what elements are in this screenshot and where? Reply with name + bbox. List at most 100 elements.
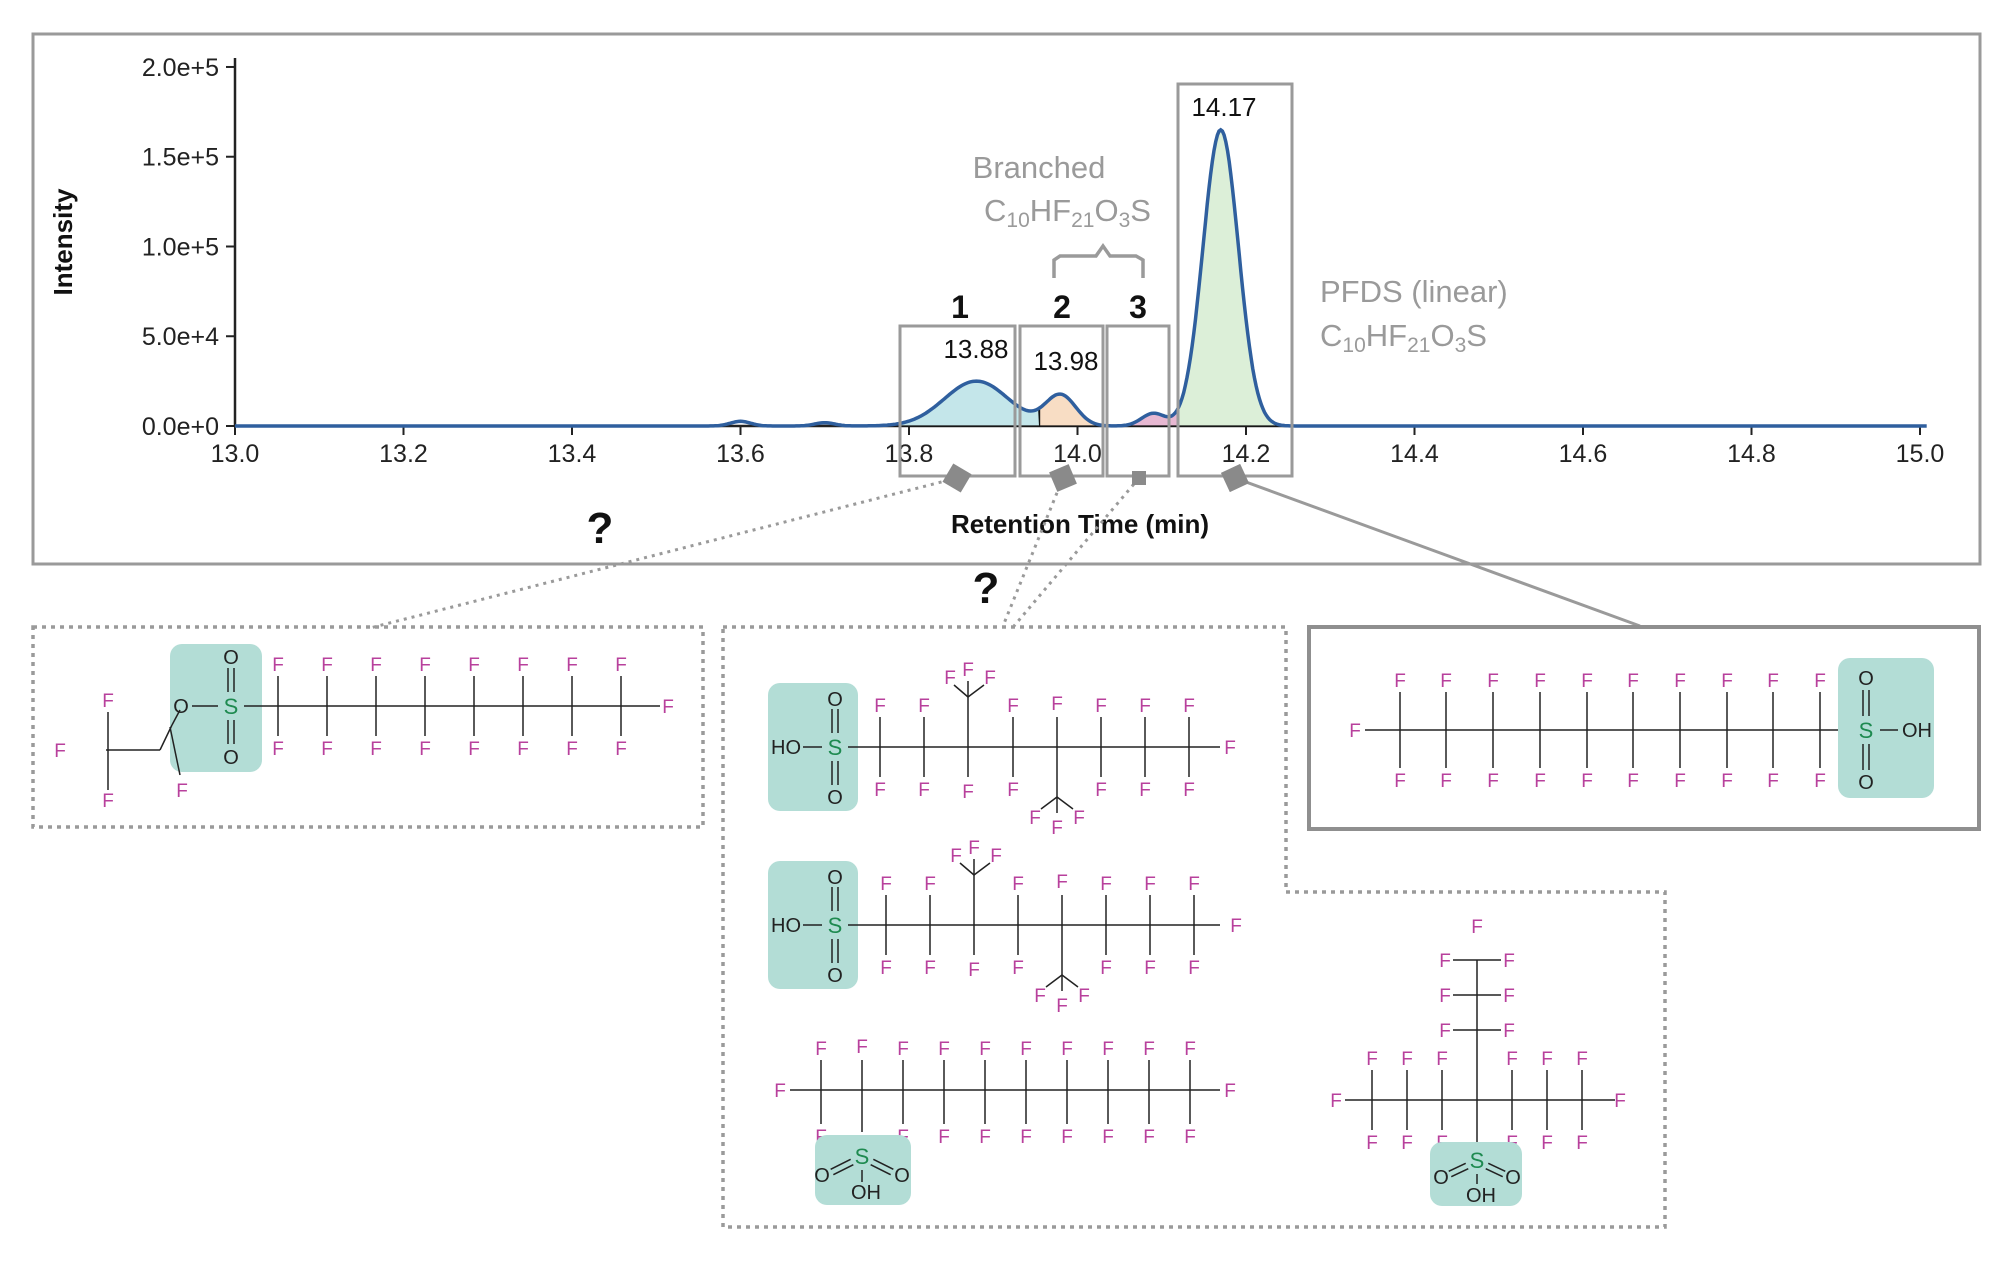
x-tick-label: 14.2	[1222, 440, 1271, 468]
sulfur-atom: S	[224, 694, 239, 719]
bond	[1485, 1168, 1504, 1178]
fluorine-atom: F	[321, 655, 333, 676]
formula-part: HF	[1030, 193, 1071, 228]
sulfur-atom: S	[1859, 718, 1874, 743]
fluorine-atom: F	[321, 739, 333, 760]
fluorine-atom: F	[1471, 917, 1483, 938]
fluorine-atom: F	[880, 958, 892, 979]
bond	[830, 1158, 851, 1170]
unknown-isomer-2-3-mark: ?	[973, 564, 1000, 613]
branched-label: Branched	[973, 150, 1106, 185]
fluorine-atom: F	[1007, 696, 1019, 717]
fluorine-atom: F	[615, 655, 627, 676]
fluorine-atom: F	[1100, 874, 1112, 895]
fluorine-atom: F	[1627, 771, 1639, 792]
bond	[169, 726, 181, 776]
fluorine-atom: F	[468, 739, 480, 760]
fluorine-atom: F	[1767, 771, 1779, 792]
x-tick-label: 14.4	[1390, 440, 1439, 468]
fluorine-atom: F	[1012, 874, 1024, 895]
fluorine-atom: F	[1143, 1039, 1155, 1060]
fluorine-atom: F	[1503, 986, 1515, 1007]
fluorine-atom: F	[1095, 780, 1107, 801]
fluorine-atom: F	[1534, 771, 1546, 792]
oxygen-atom: O	[223, 647, 239, 669]
fluorine-atom: F	[1183, 696, 1195, 717]
formula-part: O	[1430, 318, 1454, 353]
fluorine-atom: F	[938, 1039, 950, 1060]
fluorine-atom: F	[1073, 808, 1085, 829]
fluorine-atom: F	[1224, 1081, 1236, 1102]
fluorine-atom: F	[1576, 1133, 1588, 1154]
fluorine-atom: F	[1440, 771, 1452, 792]
fluorine-atom: F	[1330, 1091, 1342, 1112]
formula-part: 10	[1342, 334, 1365, 357]
fluorine-atom: F	[1029, 808, 1041, 829]
fluorine-atom: F	[990, 846, 1002, 867]
fluorine-atom: F	[1139, 696, 1151, 717]
fluorine-atom: F	[1061, 1039, 1073, 1060]
fluorine-atom: F	[615, 739, 627, 760]
sulfur-atom: S	[855, 1144, 870, 1169]
fluorine-atom: F	[968, 838, 980, 859]
bond	[1045, 974, 1063, 988]
fluorine-atom: F	[774, 1081, 786, 1102]
fluorine-atom: F	[1541, 1049, 1553, 1070]
isomer-3-box	[1105, 324, 1171, 478]
peak-rt-label: 13.88	[943, 334, 1008, 364]
formula-part: C	[984, 193, 1006, 228]
formula-part: 3	[1119, 209, 1131, 232]
y-axis-ticks: 0.0e+05.0e+41.0e+51.5e+52.0e+5	[142, 54, 235, 441]
bond	[973, 862, 991, 876]
x-tick-label: 13.2	[379, 440, 428, 468]
fluorine-atom: F	[1576, 1049, 1588, 1070]
fluorine-atom: F	[1188, 958, 1200, 979]
fluorine-atom: F	[1503, 951, 1515, 972]
fluorine-atom: F	[944, 668, 956, 689]
y-tick-label: 2.0e+5	[142, 54, 219, 82]
peak-rt-label: 14.17	[1191, 92, 1256, 122]
peak-rt-label: 13.98	[1033, 346, 1098, 376]
fluorine-atom: F	[1541, 1133, 1553, 1154]
x-tick-label: 14.0	[1053, 440, 1102, 468]
fluorine-atom: F	[815, 1039, 827, 1060]
bond	[1056, 796, 1074, 810]
fluorine-atom: F	[1814, 771, 1826, 792]
oxygen-atom: O	[827, 867, 843, 889]
fluorine-atom: F	[1721, 771, 1733, 792]
oxygen-atom: O	[894, 1165, 910, 1187]
fluorine-atom: F	[370, 655, 382, 676]
fluorine-atom: F	[1188, 874, 1200, 895]
fluorine-atom: F	[1095, 696, 1107, 717]
oxygen-atom: O	[1433, 1167, 1449, 1189]
fluorine-atom: F	[918, 780, 930, 801]
fluorine-atom: F	[1056, 872, 1068, 893]
oxygen-atom: O	[223, 747, 239, 769]
oxygen-atom: O	[1505, 1167, 1521, 1189]
fluorine-atom: F	[517, 655, 529, 676]
oxygen-atom: O	[827, 689, 843, 711]
formula-part: 21	[1407, 334, 1430, 357]
fluorine-atom: F	[1506, 1049, 1518, 1070]
fluorine-atom: F	[1143, 1127, 1155, 1148]
fluorine-atom: F	[1366, 1133, 1378, 1154]
fluorine-atom: F	[924, 874, 936, 895]
fluorine-atom: F	[1349, 721, 1361, 742]
fluorine-atom: F	[1230, 916, 1242, 937]
formula-part: O	[1094, 193, 1118, 228]
bond	[967, 684, 985, 698]
fluorine-atom: F	[370, 739, 382, 760]
y-tick-label: 5.0e+4	[142, 323, 219, 351]
sulfur-atom: S	[828, 913, 843, 938]
formula-part: S	[1466, 318, 1487, 353]
fluorine-atom: F	[1503, 1021, 1515, 1042]
fluorine-atom: F	[1440, 671, 1452, 692]
fluorine-atom: F	[1439, 951, 1451, 972]
branched-formula: C10HF21O3S	[984, 193, 1151, 232]
fluorine-atom: F	[1614, 1091, 1626, 1112]
fluorine-atom: F	[1394, 671, 1406, 692]
fluorine-atom: F	[1721, 671, 1733, 692]
